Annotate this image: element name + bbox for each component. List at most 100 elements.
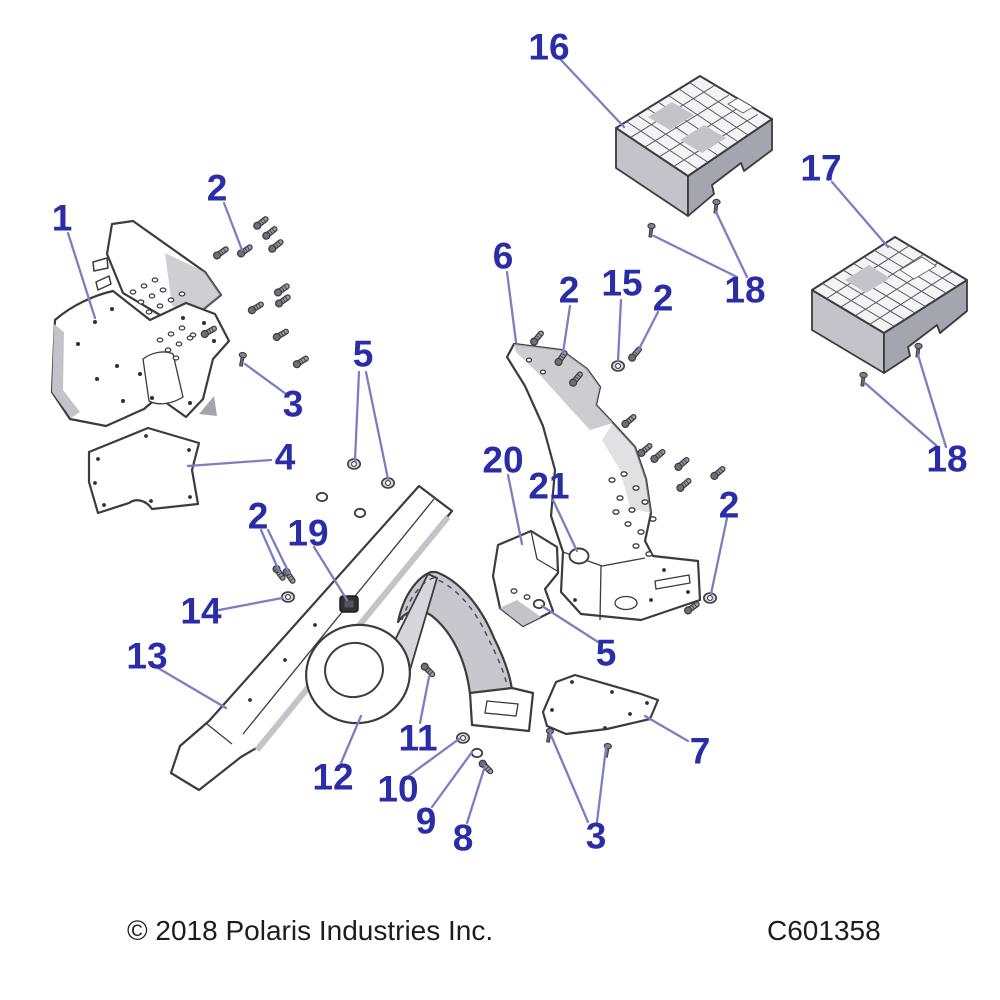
leader-line xyxy=(266,528,291,575)
leader-line xyxy=(430,750,474,809)
callout-label-14: 14 xyxy=(180,591,222,632)
leader-line xyxy=(505,270,518,344)
part-drawings xyxy=(50,75,968,792)
leader-line xyxy=(364,370,390,481)
callout-label-7: 7 xyxy=(690,731,711,772)
callout-label-20: 20 xyxy=(482,440,523,481)
screw-icon xyxy=(247,301,264,315)
callout-label-21: 21 xyxy=(528,466,569,507)
bolt-icon xyxy=(238,351,247,367)
screw-icon xyxy=(200,325,217,339)
part-21-grommet-hole xyxy=(568,547,590,565)
callout-label-13: 13 xyxy=(126,636,167,677)
callout-label-4: 4 xyxy=(275,437,296,478)
part-1-perforations xyxy=(129,277,197,361)
part-6-perforations xyxy=(525,357,657,557)
screw-icon xyxy=(530,330,544,346)
ring-icon xyxy=(353,507,367,519)
leader-line xyxy=(186,458,273,468)
callout-label-17: 17 xyxy=(800,148,841,189)
part-7-lower-plate xyxy=(541,673,660,736)
screw-icon xyxy=(710,466,726,480)
leader-line xyxy=(217,596,284,612)
leader-line xyxy=(540,604,600,644)
leader-line xyxy=(243,362,288,396)
part-4-mount-plate xyxy=(87,426,201,515)
drawing-number: C601358 xyxy=(767,915,881,946)
callout-label-2: 2 xyxy=(248,496,269,537)
screw-icon xyxy=(554,350,568,367)
leader-line xyxy=(222,201,244,252)
leader-line xyxy=(709,516,729,596)
copyright-text: © 2018 Polaris Industries Inc. xyxy=(127,915,493,946)
leader-line xyxy=(548,731,590,824)
leader-line xyxy=(636,310,660,353)
leader-line xyxy=(339,714,363,765)
part-1-support-bracket xyxy=(50,219,231,428)
callout-label-12: 12 xyxy=(312,757,353,798)
callout-label-3: 3 xyxy=(586,816,607,857)
leader-line xyxy=(156,666,228,710)
leader-line xyxy=(551,498,579,553)
leader-line xyxy=(405,737,461,779)
screw-icon xyxy=(569,371,583,387)
leader-line xyxy=(643,714,690,743)
bolt-icon xyxy=(647,222,656,238)
screw-icon xyxy=(273,283,290,297)
part-17-foot-tread-right xyxy=(811,236,968,374)
leader-lines xyxy=(66,58,948,825)
leader-line xyxy=(652,234,739,279)
callout-label-1: 1 xyxy=(52,198,73,239)
callout-label-2: 2 xyxy=(719,485,740,526)
nut-icon xyxy=(456,732,470,744)
bolt-icon xyxy=(603,742,612,758)
nut-icon xyxy=(281,591,295,603)
callout-label-11: 11 xyxy=(398,718,437,759)
leader-line xyxy=(916,353,948,449)
screw-icon xyxy=(274,294,291,308)
screw-icon xyxy=(292,355,309,369)
leader-line xyxy=(465,764,487,825)
leader-line xyxy=(506,473,524,546)
callout-label-5: 5 xyxy=(596,633,617,674)
screw-icon xyxy=(420,662,436,678)
callout-label-2: 2 xyxy=(653,278,674,319)
hardware-icons xyxy=(200,198,923,775)
screw-icon xyxy=(621,414,637,428)
callout-label-16: 16 xyxy=(528,27,569,68)
screw-icon xyxy=(272,328,289,342)
screw-icon xyxy=(650,449,666,463)
callout-label-6: 6 xyxy=(493,236,514,277)
part-17-tread-grid xyxy=(822,243,957,327)
callout-label-18: 18 xyxy=(724,270,765,311)
screw-icon xyxy=(683,601,700,615)
leader-line xyxy=(66,231,97,320)
screw-icon xyxy=(212,246,229,260)
leader-line xyxy=(418,675,431,725)
callout-label-18: 18 xyxy=(926,439,967,480)
callout-label-2: 2 xyxy=(559,270,580,311)
leader-line xyxy=(714,210,749,279)
screw-icon xyxy=(262,226,278,240)
nut-icon xyxy=(611,360,625,372)
screw-icon xyxy=(478,759,494,775)
part-16-foot-tread-left xyxy=(615,75,773,217)
callout-label-5: 5 xyxy=(353,334,374,375)
leader-line xyxy=(559,58,626,129)
nut-icon xyxy=(703,592,717,604)
clip-icon xyxy=(339,595,359,613)
leader-line xyxy=(312,545,349,602)
callout-label-19: 19 xyxy=(287,513,328,554)
part-6-rear-bracket xyxy=(505,342,702,622)
ring-icon xyxy=(470,747,484,759)
leader-line xyxy=(259,528,281,573)
leader-line xyxy=(561,304,572,355)
leader-line xyxy=(595,746,608,824)
callout-label-15: 15 xyxy=(601,263,642,304)
part-1-rivet-holes xyxy=(76,307,216,405)
callout-label-10: 10 xyxy=(377,769,418,810)
screw-icon xyxy=(268,239,284,253)
leader-line xyxy=(863,381,940,449)
